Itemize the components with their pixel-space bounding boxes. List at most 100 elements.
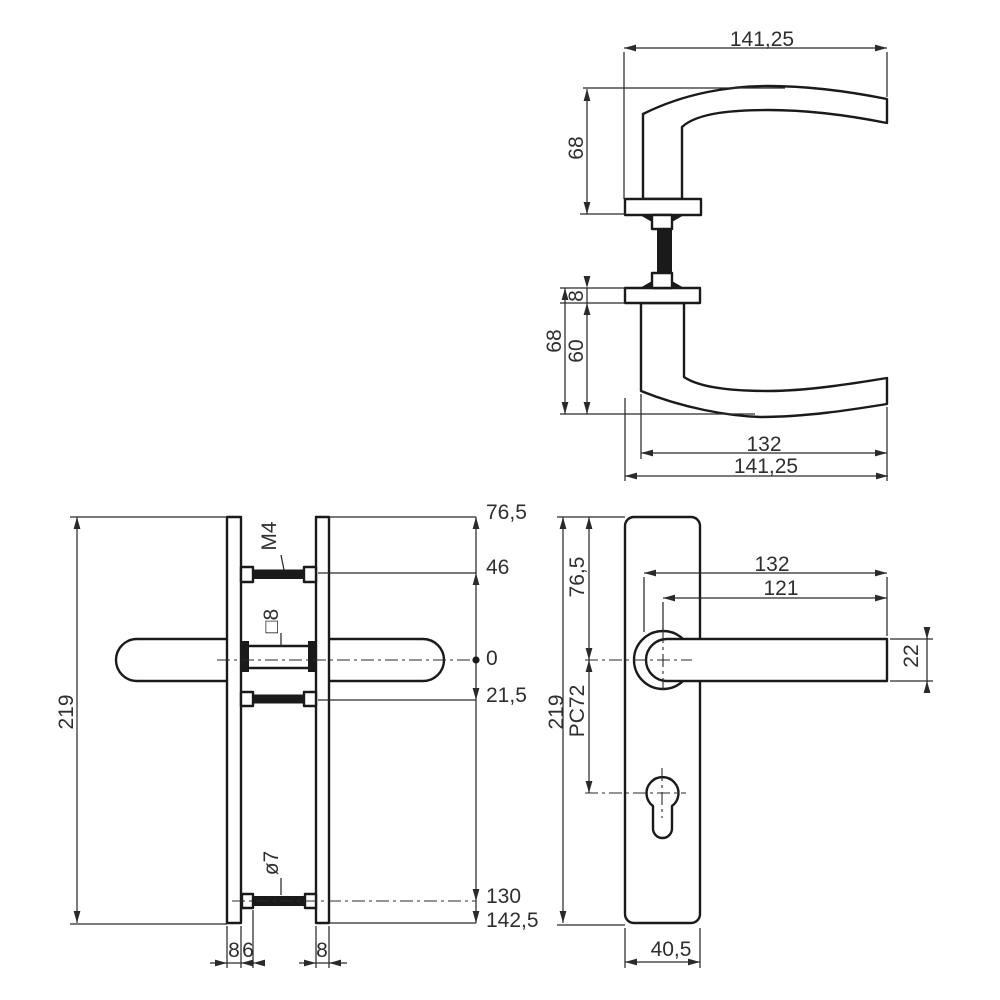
dim-plate-thickness-left: 8 [228, 939, 240, 962]
dim-arrowhead [472, 573, 480, 585]
dim-arrowhead [472, 911, 480, 923]
euro-cylinder-hole [645, 776, 680, 840]
ordinate-142-5: 142,5 [486, 909, 539, 932]
label-screw-m4: M4 [258, 521, 281, 550]
spindle-end-left [241, 641, 249, 672]
dim-arrowhead [923, 681, 931, 693]
dim-arrowhead [663, 594, 675, 602]
dim-pc72: PC72 [566, 685, 589, 738]
view-lever-pair-side: 141,25 68 8 68 60 132 141,25 [543, 28, 889, 481]
dim-upper-height: 68 [565, 136, 588, 159]
lever-front [644, 637, 889, 683]
dim-arrowhead [583, 303, 591, 315]
dim-arrowhead [583, 202, 591, 214]
dim-arrowhead [875, 569, 887, 577]
hub-fillet [640, 215, 652, 222]
spindle-collar-bottom [650, 271, 674, 290]
dim-lines-view-a [560, 47, 888, 481]
dim-gap: 6 [242, 939, 254, 962]
left-handle-capsule [114, 637, 227, 683]
dim-lever-width: 22 [900, 644, 923, 667]
dim-arrowhead [875, 594, 887, 602]
dim-arrowhead [472, 688, 480, 700]
hub-fillet [672, 215, 684, 222]
dim-overall-width-top: 141,25 [730, 28, 794, 51]
ordinate-130: 130 [486, 885, 521, 908]
dim-arrowhead [329, 959, 341, 967]
dim-lines-view-b [70, 516, 477, 968]
ordinate-21-5: 21,5 [486, 684, 527, 707]
dim-grip-drop: 60 [565, 339, 588, 362]
dim-arrowhead [73, 517, 81, 529]
lower-rose [623, 286, 702, 305]
dim-arrowhead [585, 660, 593, 672]
dim-arrowhead [585, 517, 593, 529]
dim-arrowhead [625, 472, 637, 480]
dim-arrowhead [583, 89, 591, 101]
dim-arrowhead [585, 648, 593, 660]
ordinate-76-5: 76,5 [486, 501, 527, 524]
dim-arrowhead [215, 959, 227, 967]
spindle-edges [239, 644, 318, 670]
bolt-d7-rod [253, 896, 305, 906]
dim-arrowhead [923, 627, 931, 639]
upper-rose [623, 197, 703, 217]
backplate-front [623, 515, 702, 925]
dim-overall-width-bottom: 141,25 [734, 455, 798, 478]
dim-arrowhead [644, 569, 656, 577]
dim-lines-view-c [557, 516, 933, 968]
label-spindle-sq8: □8 [260, 609, 283, 633]
dim-arrowhead [472, 517, 480, 529]
screw-m4-nut-left [239, 565, 255, 584]
dim-arrowhead [472, 889, 480, 901]
dim-plate-height: 219 [55, 694, 78, 729]
dim-arrowhead [253, 959, 265, 967]
spindle-collar-top [650, 213, 674, 231]
ordinate-0: 0 [486, 647, 498, 670]
dim-plate-height-front: 219 [545, 694, 568, 729]
dim-lever-length-center: 121 [763, 577, 798, 600]
dim-arrowhead [304, 959, 316, 967]
dim-arrowhead [561, 402, 569, 414]
dim-lower-height: 68 [543, 329, 566, 352]
screw-m4-rod [253, 569, 304, 579]
dim-grip-length: 132 [746, 433, 781, 456]
hub-fillet [640, 281, 652, 288]
screw-mid-rod [253, 694, 304, 704]
dim-arrowhead [625, 958, 637, 966]
dim-arrowhead [688, 958, 700, 966]
dim-arrowhead [624, 44, 636, 52]
dim-plate-thickness-right: 8 [316, 939, 328, 962]
spindle-end-right [308, 641, 316, 672]
dim-arrowhead [559, 517, 567, 529]
dim-arrowhead [876, 472, 888, 480]
right-backplate-edge [314, 515, 331, 925]
dim-arrowhead [585, 781, 593, 793]
dim-arrowhead [583, 276, 591, 288]
label-bolt-d7: ø7 [260, 851, 283, 876]
dim-top-offset: 76,5 [566, 557, 589, 598]
screw-m4-nut-right [302, 565, 318, 584]
view-backplate-side: 219 M4 □8 ø7 76,5 46 0 21,5 130 142,5 8 … [55, 501, 539, 968]
ordinate-46: 46 [486, 556, 509, 579]
left-backplate-edge [225, 515, 243, 925]
lower-lever-outline [639, 301, 889, 419]
dim-arrowhead [559, 911, 567, 923]
dim-arrowhead [875, 449, 887, 457]
dim-arrowhead [73, 911, 81, 923]
dim-arrowhead [875, 44, 887, 52]
dim-rose-thickness: 8 [565, 290, 588, 302]
upper-lever-outline [641, 84, 889, 201]
dim-arrowhead [641, 449, 653, 457]
screw-mid-nut-right [302, 690, 318, 708]
dim-plate-width: 40,5 [651, 938, 692, 961]
dim-arrowhead [241, 959, 253, 967]
hub-fillet [672, 281, 684, 288]
ordinate-zero-dot [472, 656, 480, 664]
dim-lever-length-outer: 132 [754, 553, 789, 576]
screw-mid-nut-left [239, 690, 255, 708]
dim-arrowhead [561, 288, 569, 300]
spindle-bar [657, 229, 672, 273]
